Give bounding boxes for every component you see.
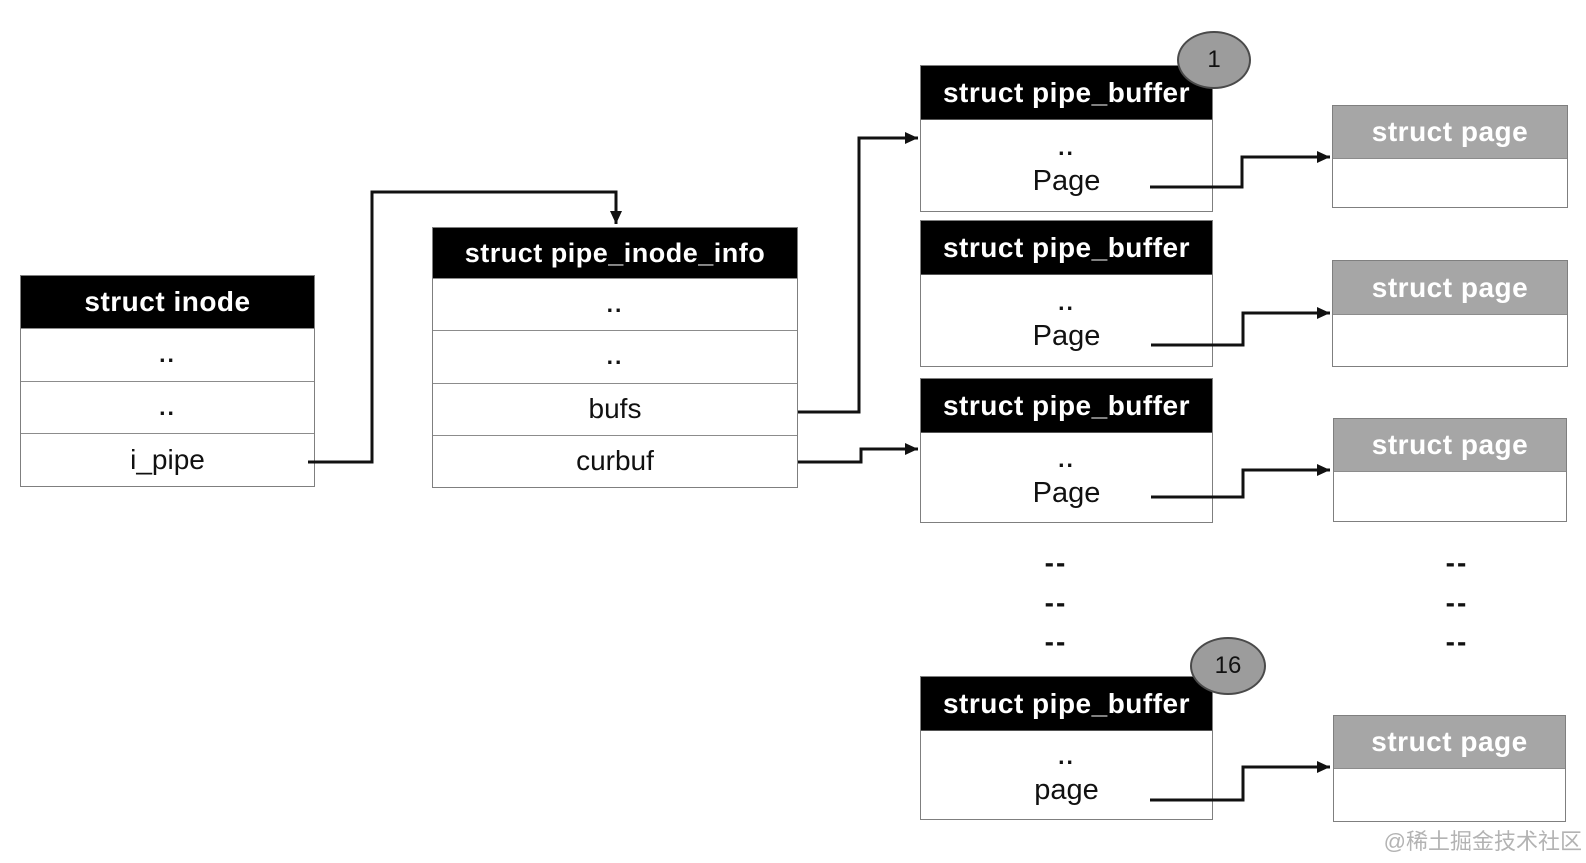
pipe-inode-info-row-curbuf: curbuf [433,434,797,487]
struct-inode-row-i-pipe: i_pipe [21,433,314,486]
struct-pipe-inode-info-title: struct pipe_inode_info [433,228,797,278]
struct-pipe-inode-info-box: struct pipe_inode_info .. .. bufs curbuf [432,227,798,488]
struct-pipe-buffer-3-title: struct pipe_buffer [921,379,1212,432]
struct-page-box-3: struct page [1333,418,1567,522]
struct-inode-row-dots-2: .. [21,380,314,434]
pipe-buffer-2-dots: .. [1058,288,1075,315]
struct-page-box-2: struct page [1332,260,1568,367]
struct-page-1-title: struct page [1333,106,1567,158]
pipe-inode-info-row-dots-1: .. [433,278,797,330]
struct-page-4-body [1334,768,1565,821]
struct-page-box-4: struct page [1333,715,1566,822]
struct-page-2-body [1333,314,1567,366]
struct-pipe-buffer-box-16: struct pipe_buffer .. page [920,676,1213,820]
struct-pipe-buffer-1-body: .. Page [921,119,1212,211]
arrow-bufs-to-pipe-buffer-1 [798,132,918,414]
pages-ellipsis-dash-1: -- [1445,547,1469,578]
struct-pipe-buffer-1-title: struct pipe_buffer [921,66,1212,119]
juejin-watermark: @稀土掘金技术社区 [1383,829,1582,854]
struct-page-2-title: struct page [1333,261,1567,314]
struct-page-box-1: struct page [1332,105,1568,208]
pipe-buffer-3-dots: .. [1058,445,1075,472]
struct-page-4-title: struct page [1334,716,1565,768]
pipe-inode-info-row-dots-2: .. [433,330,797,382]
struct-pipe-buffer-box-3: struct pipe_buffer .. Page [920,378,1213,523]
struct-pipe-buffer-3-body: .. Page [921,432,1212,522]
struct-page-1-body [1333,158,1567,207]
pipe-buffer-1-dots: .. [1058,133,1075,160]
struct-inode-box: struct inode .. .. i_pipe [20,275,315,487]
pipe-buffer-2-page-field: Page [1032,319,1101,352]
struct-page-3-title: struct page [1334,419,1566,471]
struct-page-3-body [1334,471,1566,521]
struct-pipe-buffer-box-2: struct pipe_buffer .. Page [920,220,1213,367]
buffer-index-badge-16: 16 [1190,637,1266,695]
struct-pipe-buffer-16-body: .. page [921,730,1212,819]
pipe-inode-info-row-bufs: bufs [433,382,797,435]
arrow-curbuf-to-pipe-buffer-3 [798,443,918,464]
struct-pipe-buffer-2-body: .. Page [921,274,1212,366]
pages-ellipsis-dash-2: -- [1445,587,1469,618]
pages-ellipsis-dash-3: -- [1445,626,1469,657]
pipe-buffer-16-page-field: page [1034,774,1099,806]
buffers-ellipsis-dash-3: -- [1044,626,1068,657]
struct-pipe-buffer-16-title: struct pipe_buffer [921,677,1212,730]
buffer-index-badge-1: 1 [1177,31,1251,89]
struct-pipe-buffer-box-1: struct pipe_buffer .. Page [920,65,1213,212]
struct-pipe-buffer-2-title: struct pipe_buffer [921,221,1212,274]
struct-inode-title: struct inode [21,276,314,328]
pipe-buffer-16-dots: .. [1058,743,1075,769]
buffers-ellipsis-dash-2: -- [1044,587,1068,618]
pipe-buffer-3-page-field: Page [1032,476,1101,509]
buffers-ellipsis-dash-1: -- [1044,547,1068,578]
struct-inode-row-dots-1: .. [21,328,314,381]
pipe-buffer-1-page-field: Page [1032,164,1101,197]
